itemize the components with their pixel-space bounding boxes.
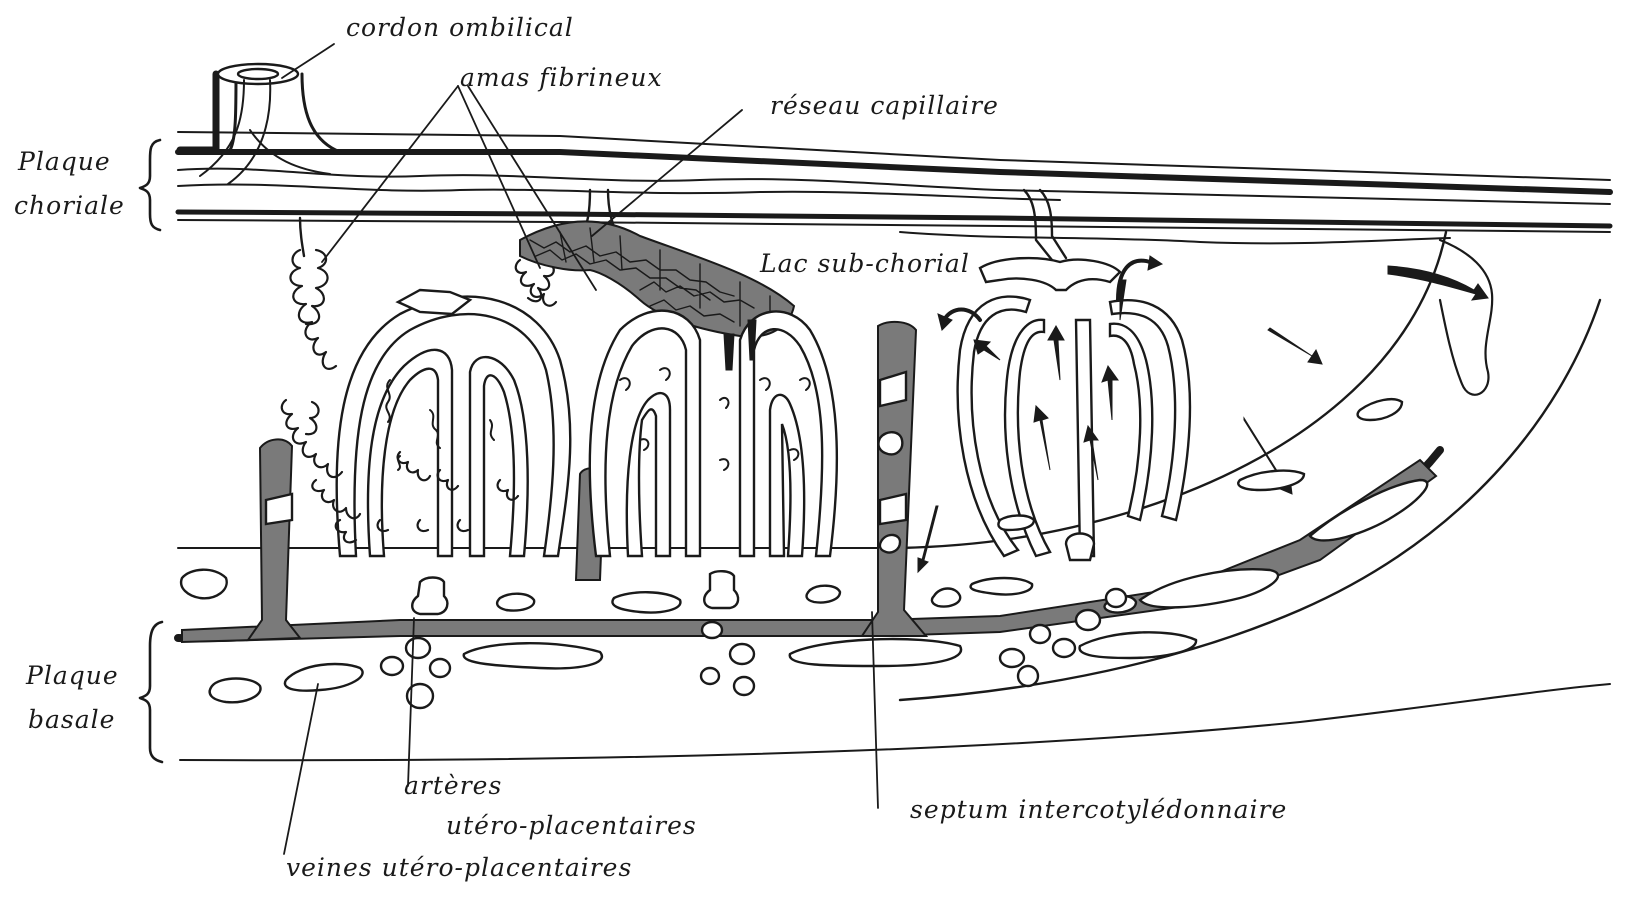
label-amas-fibrineux: amas fibrineux bbox=[460, 63, 663, 92]
umbilical-cord bbox=[180, 64, 340, 184]
label-septum: septum intercotylédonnaire bbox=[910, 795, 1287, 824]
labels: cordon ombilical amas fibrineux réseau c… bbox=[14, 13, 1287, 882]
label-plaque-basale-line2: basale bbox=[28, 705, 115, 734]
chorionic-plate bbox=[178, 132, 1610, 243]
basal-plate-brace bbox=[140, 622, 162, 762]
label-veines: veines utéro-placentaires bbox=[286, 853, 632, 882]
label-plaque-choriale-line1: Plaque bbox=[17, 147, 111, 176]
label-arteres-line1: artères bbox=[404, 771, 502, 800]
label-plaque-basale-line1: Plaque bbox=[25, 661, 119, 690]
label-plaque-choriale-line2: choriale bbox=[14, 191, 125, 220]
basal-vessels bbox=[181, 399, 1427, 708]
chorionic-plate-brace bbox=[140, 140, 160, 230]
label-cordon-ombilical: cordon ombilical bbox=[346, 13, 574, 42]
label-arteres-line2: utéro-placentaires bbox=[446, 811, 697, 840]
label-reseau-capillaire: réseau capillaire bbox=[770, 91, 999, 120]
cotyledon-1 bbox=[337, 290, 571, 556]
label-lac-sub-chorial: Lac sub-chorial bbox=[759, 249, 970, 278]
cotyledon-2 bbox=[590, 311, 837, 556]
